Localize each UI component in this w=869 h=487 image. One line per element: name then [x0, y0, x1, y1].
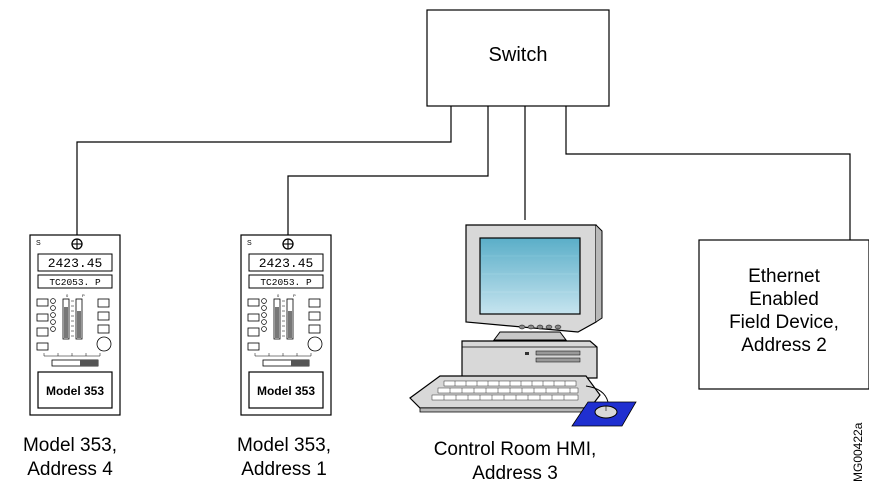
field-device-line4: Address 2	[741, 335, 827, 356]
hmi-computer-icon	[409, 224, 637, 427]
svg-text:S: S	[247, 240, 252, 247]
lcd-top	[248, 253, 324, 272]
model-panel	[37, 371, 113, 409]
key-ack	[308, 298, 321, 308]
lcd-top-text: 2423.45	[48, 256, 103, 271]
monitor-screen	[479, 237, 581, 315]
controller-address1: S 2423.45 TC2053. P 0 P	[240, 234, 332, 416]
network-links	[76, 106, 851, 240]
key-d	[308, 311, 321, 321]
controller-address4: S 2423.45 TC2053. P 0 P	[29, 234, 121, 416]
field-device-label: Ethernet Enabled Field Device, Address 2	[700, 265, 868, 357]
key-arrow	[247, 327, 260, 337]
caption-controller-address1: Model 353, Address 1	[214, 434, 354, 482]
svg-text:S: S	[36, 240, 41, 247]
knob-icon	[307, 336, 323, 352]
lcd-bottom-text: TC2053. P	[49, 277, 101, 288]
svg-text:P: P	[293, 293, 296, 298]
field-device-line1: Ethernet	[748, 266, 820, 287]
link-controller-address1	[287, 106, 489, 236]
key-arrow	[36, 327, 49, 337]
svg-text:0: 0	[277, 293, 280, 298]
knob-icon	[96, 336, 112, 352]
model-panel-label: Model 353	[46, 384, 104, 398]
switch-label: Switch	[488, 44, 548, 66]
lcd-bottom	[37, 274, 113, 289]
caption-controller-address4: Model 353, Address 4	[0, 434, 140, 482]
link-controller-address4	[76, 106, 452, 236]
key-disp	[36, 342, 49, 351]
field-device-box	[698, 239, 869, 390]
key-f1	[247, 298, 260, 307]
lcd-top	[37, 253, 113, 272]
caption-line2: Address 4	[27, 459, 113, 480]
svg-text:P: P	[82, 293, 85, 298]
key-f2	[36, 313, 49, 322]
field-device-line3: Field Device,	[729, 312, 839, 333]
caption-line2: Address 3	[472, 463, 558, 484]
key-f1	[36, 298, 49, 307]
switch-box	[426, 9, 610, 107]
figure-id: MG00422a	[851, 422, 865, 482]
key-ack	[97, 298, 110, 308]
caption-hmi: Control Room HMI, Address 3	[405, 438, 625, 486]
key-mode	[97, 324, 110, 334]
link-field-device	[565, 106, 851, 240]
lcd-bottom-text: TC2053. P	[260, 277, 312, 288]
controller-unit: S 2423.45 TC2053. P 0 P	[240, 234, 332, 416]
lcd-bottom	[248, 274, 324, 289]
key-disp	[247, 342, 260, 351]
lcd-top-text: 2423.45	[259, 256, 314, 271]
caption-line1: Model 353,	[236, 435, 331, 456]
system-unit	[461, 340, 598, 379]
caption-line2: Address 1	[241, 459, 327, 480]
model-panel-label: Model 353	[257, 384, 315, 398]
caption-line1: Control Room HMI,	[433, 439, 597, 460]
caption-line1: Model 353,	[22, 435, 117, 456]
key-f2	[247, 313, 260, 322]
key-d	[97, 311, 110, 321]
controller-unit: S 2423.45 TC2053. P 0 P	[29, 234, 121, 416]
field-device-line2: Enabled	[749, 289, 819, 310]
key-mode	[308, 324, 321, 334]
model-panel	[248, 371, 324, 409]
svg-text:0: 0	[66, 293, 69, 298]
